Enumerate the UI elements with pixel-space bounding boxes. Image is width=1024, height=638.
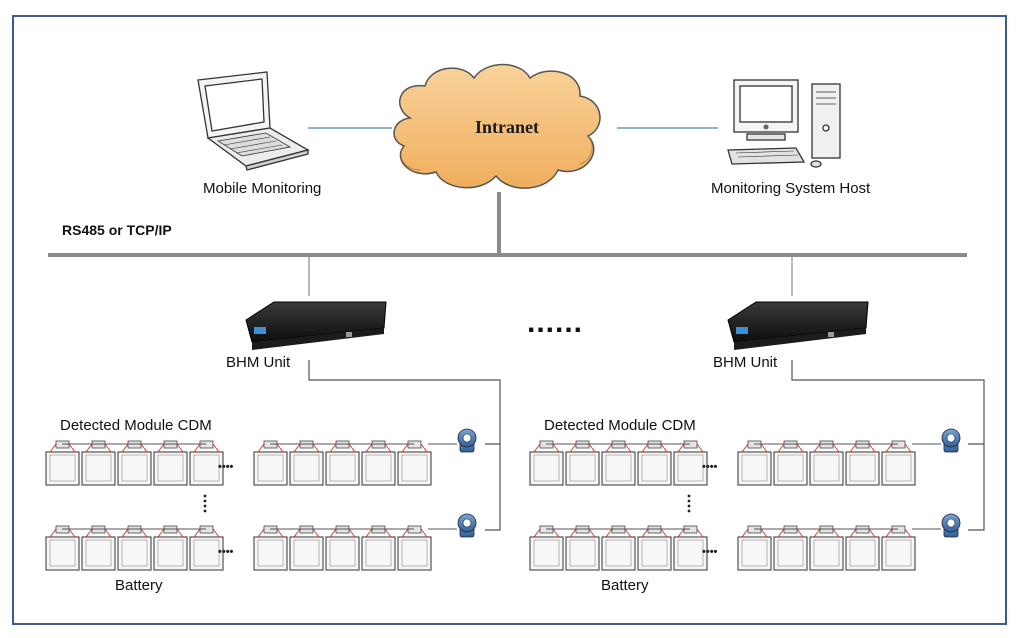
battery-cell-icon	[361, 536, 396, 571]
battery-cell-icon	[565, 451, 600, 486]
unit-wiring-right	[791, 360, 985, 531]
battery-cell-icon	[673, 451, 708, 486]
detected-module-label-right: Detected Module CDM	[544, 417, 696, 434]
battery-cell-icon	[153, 451, 188, 486]
desktop-computer-icon	[727, 79, 841, 168]
battery-cell-icon	[45, 536, 80, 571]
battery-cell-icon	[189, 451, 224, 486]
unit-wiring-left	[308, 360, 501, 531]
battery-cell-icon	[289, 536, 324, 571]
row-ellipsis: ••••	[702, 546, 718, 558]
battery-cell-icon	[601, 451, 636, 486]
battery-cell-icon	[361, 451, 396, 486]
battery-cell-icon	[529, 451, 564, 486]
battery-cell-icon	[845, 536, 880, 571]
bhm-unit-label-right: BHM Unit	[713, 354, 778, 371]
battery-cell-icon	[325, 536, 360, 571]
battery-cell-icon	[845, 451, 880, 486]
intranet-label: Intranet	[475, 117, 539, 137]
vertical-ellipsis-dot	[203, 494, 207, 498]
battery-cell-icon	[529, 536, 564, 571]
battery-label-left: Battery	[115, 577, 163, 594]
battery-banks: •••• •••• •••• ••••	[45, 428, 961, 571]
battery-cell-icon	[809, 536, 844, 571]
bus-label: RS485 or TCP/IP	[62, 222, 172, 238]
battery-cell-icon	[81, 451, 116, 486]
mobile-monitoring-label: Mobile Monitoring	[203, 180, 322, 197]
battery-cell-icon	[325, 451, 360, 486]
laptop-icon	[197, 71, 310, 171]
battery-cell-icon	[289, 451, 324, 486]
vertical-ellipsis-dot	[203, 504, 207, 508]
battery-cell-icon	[809, 451, 844, 486]
battery-cell-icon	[253, 536, 288, 571]
vertical-ellipsis-dot	[687, 499, 691, 503]
battery-cell-icon	[637, 451, 672, 486]
bhm-unit-left-icon	[245, 301, 387, 350]
battery-cell-icon	[117, 451, 152, 486]
battery-cell-icon	[117, 536, 152, 571]
battery-cell-icon	[737, 451, 772, 486]
battery-cell-icon	[737, 536, 772, 571]
vertical-ellipsis-dot	[687, 494, 691, 498]
vertical-ellipsis-dot	[687, 509, 691, 513]
bhm-unit-label-left: BHM Unit	[226, 354, 291, 371]
intranet-cloud-icon	[393, 63, 601, 189]
battery-cell-icon	[397, 451, 432, 486]
detected-module-label-left: Detected Module CDM	[60, 417, 212, 434]
row-ellipsis: ••••	[218, 461, 234, 473]
battery-cell-icon	[397, 536, 432, 571]
battery-cell-icon	[637, 536, 672, 571]
battery-cell-icon	[773, 536, 808, 571]
row-ellipsis: ••••	[702, 461, 718, 473]
battery-cell-icon	[881, 451, 916, 486]
battery-cell-icon	[601, 536, 636, 571]
vertical-ellipsis-dot	[203, 499, 207, 503]
battery-cell-icon	[45, 451, 80, 486]
battery-cell-icon	[673, 536, 708, 571]
battery-cell-icon	[773, 451, 808, 486]
battery-cell-icon	[81, 536, 116, 571]
battery-label-right: Battery	[601, 577, 649, 594]
row-ellipsis: ••••	[218, 546, 234, 558]
battery-cell-icon	[565, 536, 600, 571]
vertical-ellipsis-dot	[687, 504, 691, 508]
battery-cell-icon	[153, 536, 188, 571]
vertical-ellipsis-dot	[203, 509, 207, 513]
battery-cell-icon	[189, 536, 224, 571]
battery-cell-icon	[253, 451, 288, 486]
more-units-ellipsis: ......	[527, 306, 584, 339]
bhm-unit-right-icon	[727, 301, 869, 350]
battery-cell-icon	[881, 536, 916, 571]
monitoring-host-label: Monitoring System Host	[711, 180, 871, 197]
